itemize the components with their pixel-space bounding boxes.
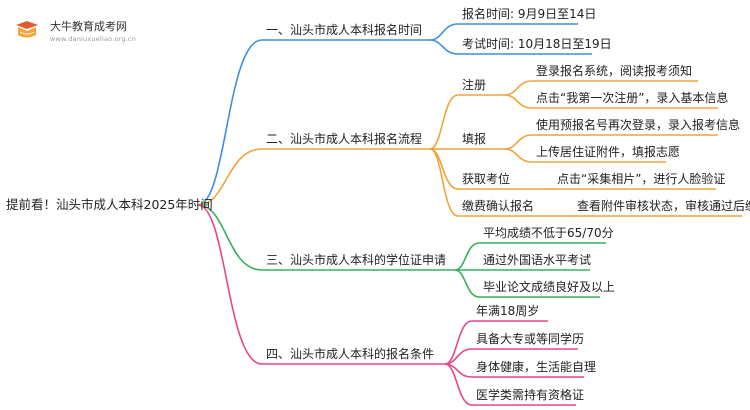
connector-root-branch3 xyxy=(197,204,263,271)
leaf-login-again[interactable]: 使用预报名号再次登录，录入报考信息 xyxy=(536,118,741,132)
leaf-exam-date[interactable]: 考试时间: 10月18日至19日 xyxy=(462,37,612,51)
connector-branch2-step1 xyxy=(429,94,459,150)
connector-branch2-step4 xyxy=(429,148,459,217)
connector-step2-leaf2 xyxy=(504,148,533,163)
leaf-education[interactable]: 具备大专或等同学历 xyxy=(476,332,585,346)
step-get-seat[interactable]: 获取考位 xyxy=(462,172,511,186)
leaf-check-payment[interactable]: 查看附件审核状态，审核通过后缴费 xyxy=(577,199,750,213)
connector-branch1-leaf1 xyxy=(429,23,459,41)
leaf-health[interactable]: 身体健康，生活能自理 xyxy=(476,360,597,374)
connector-step2-leaf1 xyxy=(504,134,533,150)
connector-branch4-leaf4 xyxy=(444,363,473,406)
leaf-foreign-language[interactable]: 通过外国语水平考试 xyxy=(483,253,592,267)
connector-branch4-leaf1 xyxy=(444,320,473,365)
step-fill-in[interactable]: 填报 xyxy=(462,132,487,146)
book-logo-icon xyxy=(16,21,38,38)
site-logo: 大牛教育成考网 www.daniuxueliao.org.cn xyxy=(8,14,158,48)
branch-registration-time[interactable]: 一、汕头市成人本科报名时间 xyxy=(266,23,423,37)
leaf-upload-permit[interactable]: 上传居住证附件，填报志愿 xyxy=(536,145,681,159)
connector-step1-leaf1 xyxy=(504,80,533,96)
connector-root-branch1 xyxy=(197,39,263,206)
leaf-login-system[interactable]: 登录报名系统，阅读报考须知 xyxy=(536,64,693,78)
branch-registration-process[interactable]: 二、汕头市成人本科报名流程 xyxy=(266,132,423,146)
connector-root-branch4 xyxy=(197,204,263,365)
connector-branch1-leaf2 xyxy=(429,39,459,55)
step-register[interactable]: 注册 xyxy=(462,78,487,92)
branch-eligibility[interactable]: 四、汕头市成人本科的报名条件 xyxy=(266,347,435,361)
logo-title: 大牛教育成考网 xyxy=(50,20,127,33)
connector-branch3-leaf3 xyxy=(454,269,480,298)
branch-degree-application[interactable]: 三、汕头市成人本科的学位证申请 xyxy=(266,253,447,267)
connector-root-branch2 xyxy=(197,148,263,206)
root-topic[interactable]: 提前看！汕头市成人本科2025年时间 xyxy=(6,197,213,212)
connector-step1-leaf2 xyxy=(504,94,533,109)
leaf-age[interactable]: 年满18周岁 xyxy=(476,304,540,318)
leaf-registration-date[interactable]: 报名时间: 9月9日至14日 xyxy=(462,7,597,21)
leaf-first-register[interactable]: 点击“我第一次注册”，录入基本信息 xyxy=(536,91,729,105)
connector-branch3-leaf1 xyxy=(454,242,480,271)
step-pay-confirm[interactable]: 缴费确认报名 xyxy=(462,199,535,213)
connector-branch2-step3 xyxy=(429,148,459,190)
leaf-face-verify[interactable]: 点击“采集相片”，进行人脸验证 xyxy=(557,172,726,186)
leaf-thesis-grade[interactable]: 毕业论文成绩良好及以上 xyxy=(483,280,616,294)
leaf-medical-license[interactable]: 医学类需持有资格证 xyxy=(476,388,585,402)
leaf-average-score[interactable]: 平均成绩不低于65/70分 xyxy=(483,226,614,240)
logo-subtitle: www.daniuxueliao.org.cn xyxy=(50,35,137,43)
